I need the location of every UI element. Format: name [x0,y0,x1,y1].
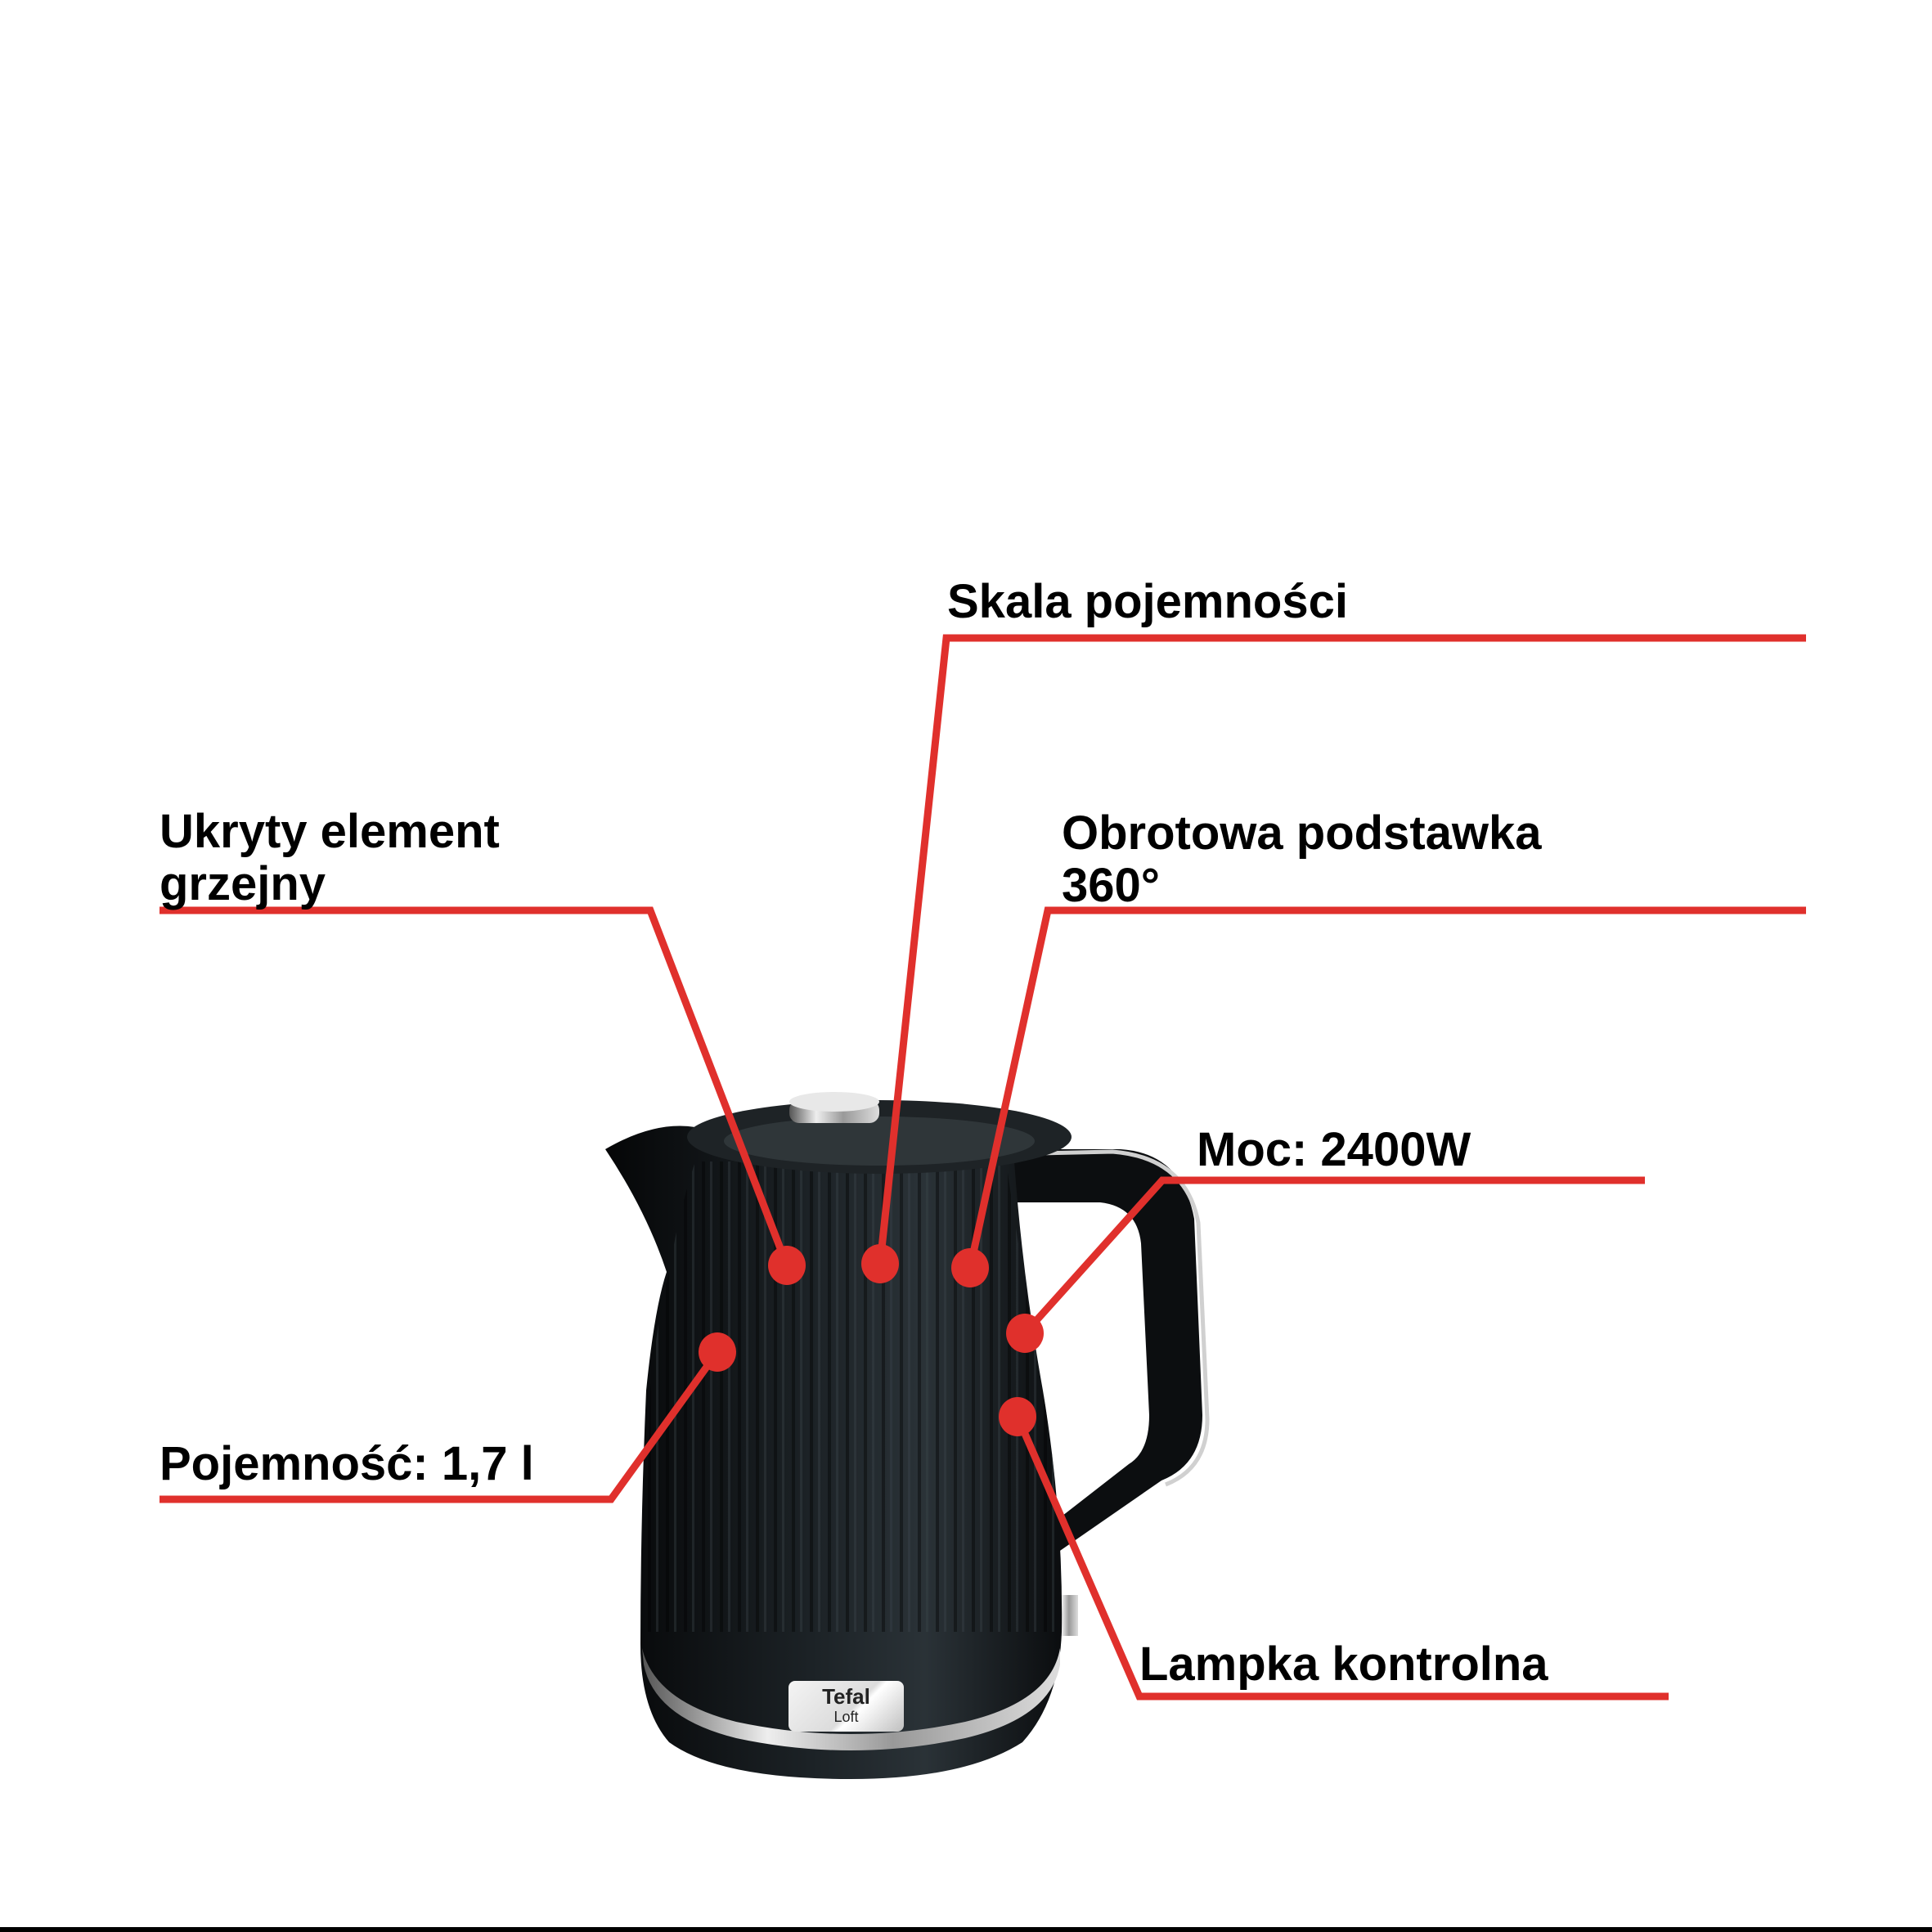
callout-line-capacity-scale [876,634,1806,1265]
label-line: Skala pojemności [947,575,1348,628]
label-heating-element: Ukryty element grzejny [160,806,500,910]
callout-lines [160,634,1806,1701]
label-line: Obrotowa podstawka [1062,806,1542,860]
callout-dot-capacity [699,1332,736,1372]
callout-dot-power [1006,1314,1044,1353]
callout-dot-swivel-base [951,1248,989,1287]
label-capacity-scale: Skala pojemności [947,576,1348,628]
callout-dot-capacity-scale [861,1244,899,1283]
callout-dots [699,1244,1044,1436]
bottom-border [0,1927,1932,1932]
label-capacity: Pojemność: 1,7 l [160,1438,534,1490]
label-line: 360° [1062,859,1160,912]
kettle-lid [687,1092,1072,1174]
callout-line-heating-element [160,906,791,1267]
label-line: Lampka kontrolna [1139,1638,1548,1691]
callout-line-capacity [160,1350,721,1503]
label-line: Moc: 2400W [1197,1123,1471,1176]
label-line: Ukryty element [160,805,500,858]
kettle-body [605,1126,1063,1779]
callout-line-power [1022,1176,1645,1337]
model-name: Loft [833,1709,859,1725]
label-line: grzejny [160,857,326,910]
callout-line-indicator-light [1013,1415,1669,1701]
label-swivel-base: Obrotowa podstawka 360° [1062,807,1542,912]
callout-line-swivel-base [966,906,1806,1269]
brand-badge: Tefal Loft [789,1681,904,1732]
brand-name: Tefal [822,1684,870,1709]
callout-dot-heating-element [768,1246,806,1285]
callout-dot-indicator-light [999,1397,1036,1436]
label-indicator-light: Lampka kontrolna [1139,1638,1548,1691]
label-power: Moc: 2400W [1197,1124,1471,1176]
label-line: Pojemność: 1,7 l [160,1437,534,1490]
